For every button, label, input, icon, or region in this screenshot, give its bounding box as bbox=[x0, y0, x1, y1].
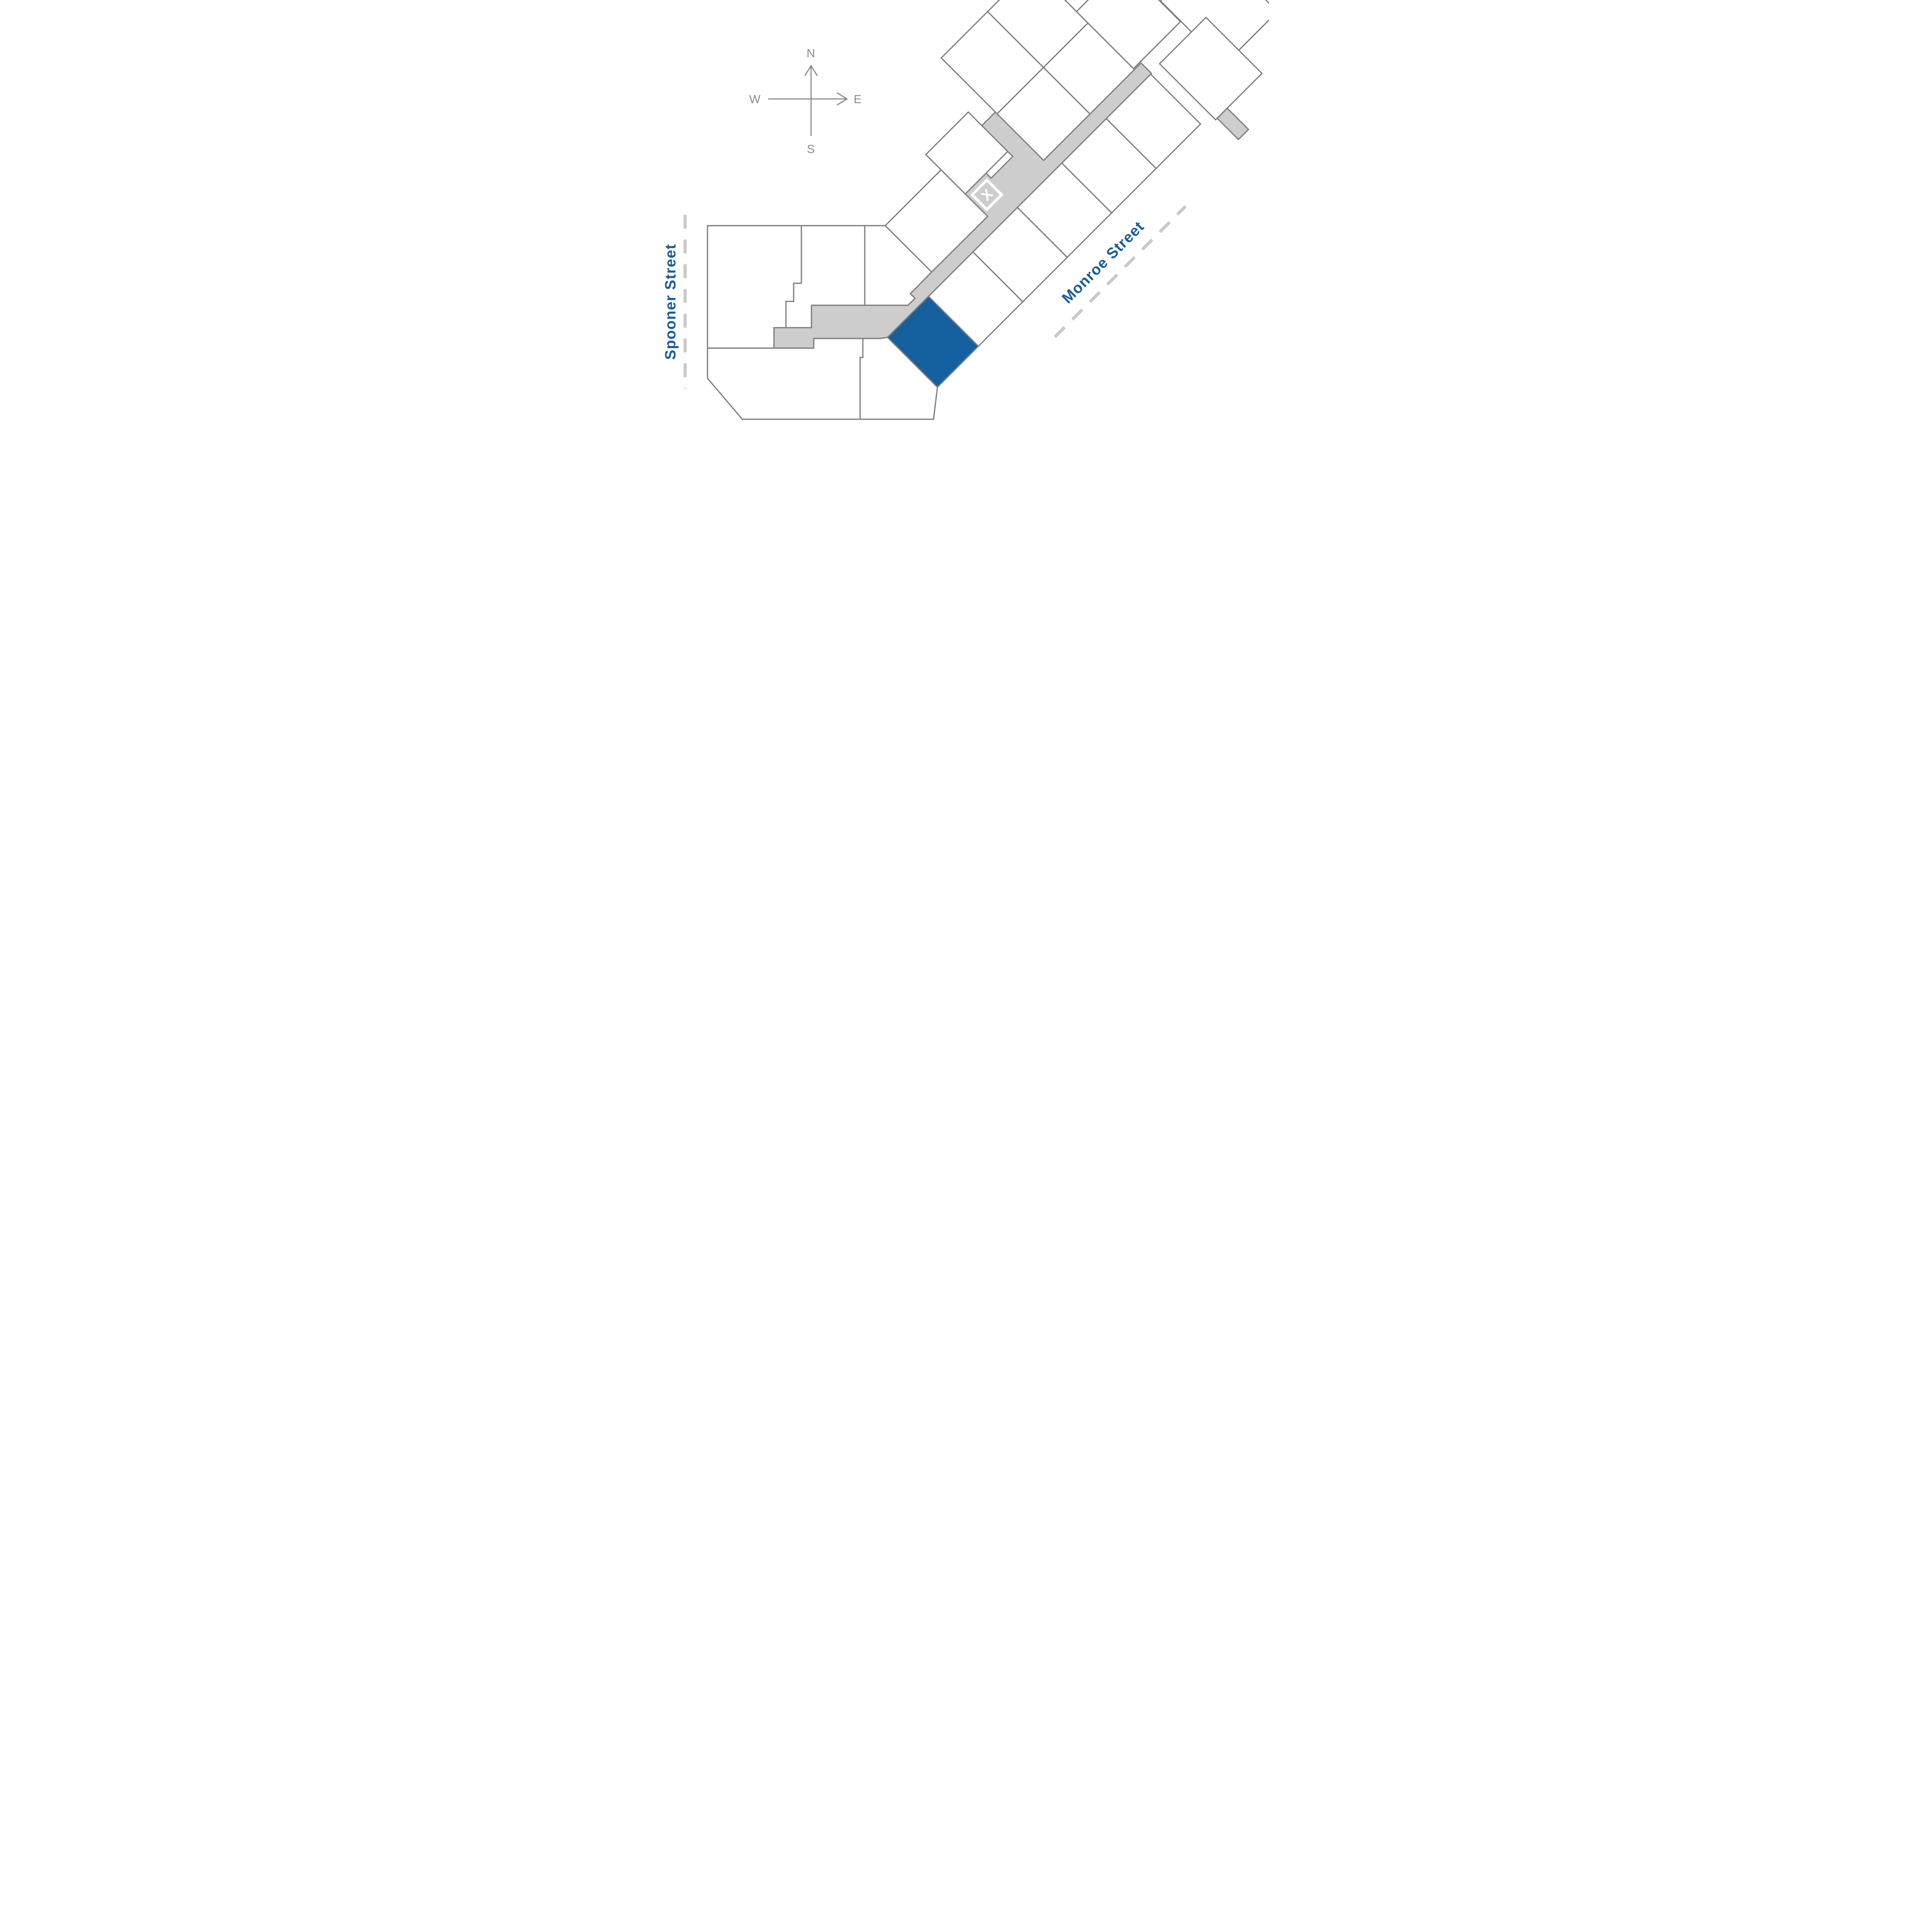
site-plan-page: X N S W E Spooner Street Monroe Street bbox=[663, 0, 1269, 422]
compass-east-arrowhead bbox=[837, 92, 848, 106]
unit-upper-2[interactable] bbox=[925, 111, 1009, 195]
spooner-street-label: Spooner Street bbox=[663, 244, 679, 360]
upper-units bbox=[884, 0, 1136, 273]
compass-label-e: E bbox=[854, 92, 862, 106]
divider-lower bbox=[859, 338, 864, 419]
unit-lower-5[interactable] bbox=[1105, 73, 1202, 170]
west-cluster bbox=[707, 225, 938, 420]
compass-label-s: S bbox=[807, 142, 815, 156]
unit-ne-3[interactable] bbox=[1158, 16, 1263, 121]
x-marker-diamond bbox=[970, 178, 1004, 212]
monroe-street-line bbox=[1054, 205, 1187, 338]
compass-label-n: N bbox=[806, 46, 815, 60]
highlighted-unit[interactable] bbox=[886, 295, 980, 388]
divider-staircase bbox=[785, 226, 802, 328]
northeast-cluster bbox=[1075, 0, 1269, 121]
lower-units bbox=[927, 73, 1202, 347]
compass-labels: N S W E bbox=[749, 46, 862, 156]
compass bbox=[768, 65, 848, 136]
site-plan-map: X N S W E Spooner Street Monroe Street bbox=[663, 0, 1269, 420]
compass-label-w: W bbox=[749, 92, 761, 106]
compass-north-arrowhead bbox=[804, 65, 818, 76]
